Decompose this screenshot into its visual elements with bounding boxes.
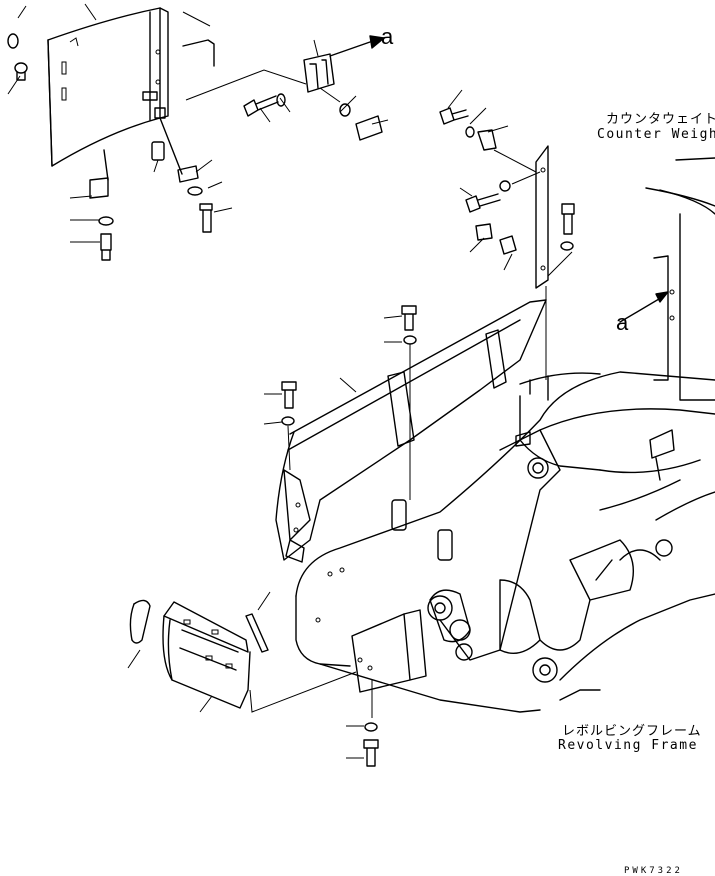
- reference-a-counterweight: a: [616, 310, 630, 335]
- counterweight-bracket-assembly: [439, 89, 575, 289]
- counterweight-label-jp: カウンタウェイト: [606, 112, 715, 127]
- drawing-code: PWK7322: [624, 866, 683, 876]
- door-panel: [47, 7, 169, 167]
- revolving-frame: [295, 371, 715, 713]
- reference-a-top: a: [381, 24, 395, 49]
- counterweight: [619, 157, 715, 401]
- revolving-frame-label-en: Revolving Frame: [558, 738, 698, 753]
- counterweight-label-en: Counter Weight: [597, 127, 715, 142]
- revolving-frame-label-jp: レボルビングフレーム: [562, 724, 702, 739]
- side-cover: [127, 591, 379, 767]
- door-small-parts: [7, 3, 233, 261]
- lock-bracket-assembly: [185, 35, 389, 141]
- under-cover: [263, 286, 547, 563]
